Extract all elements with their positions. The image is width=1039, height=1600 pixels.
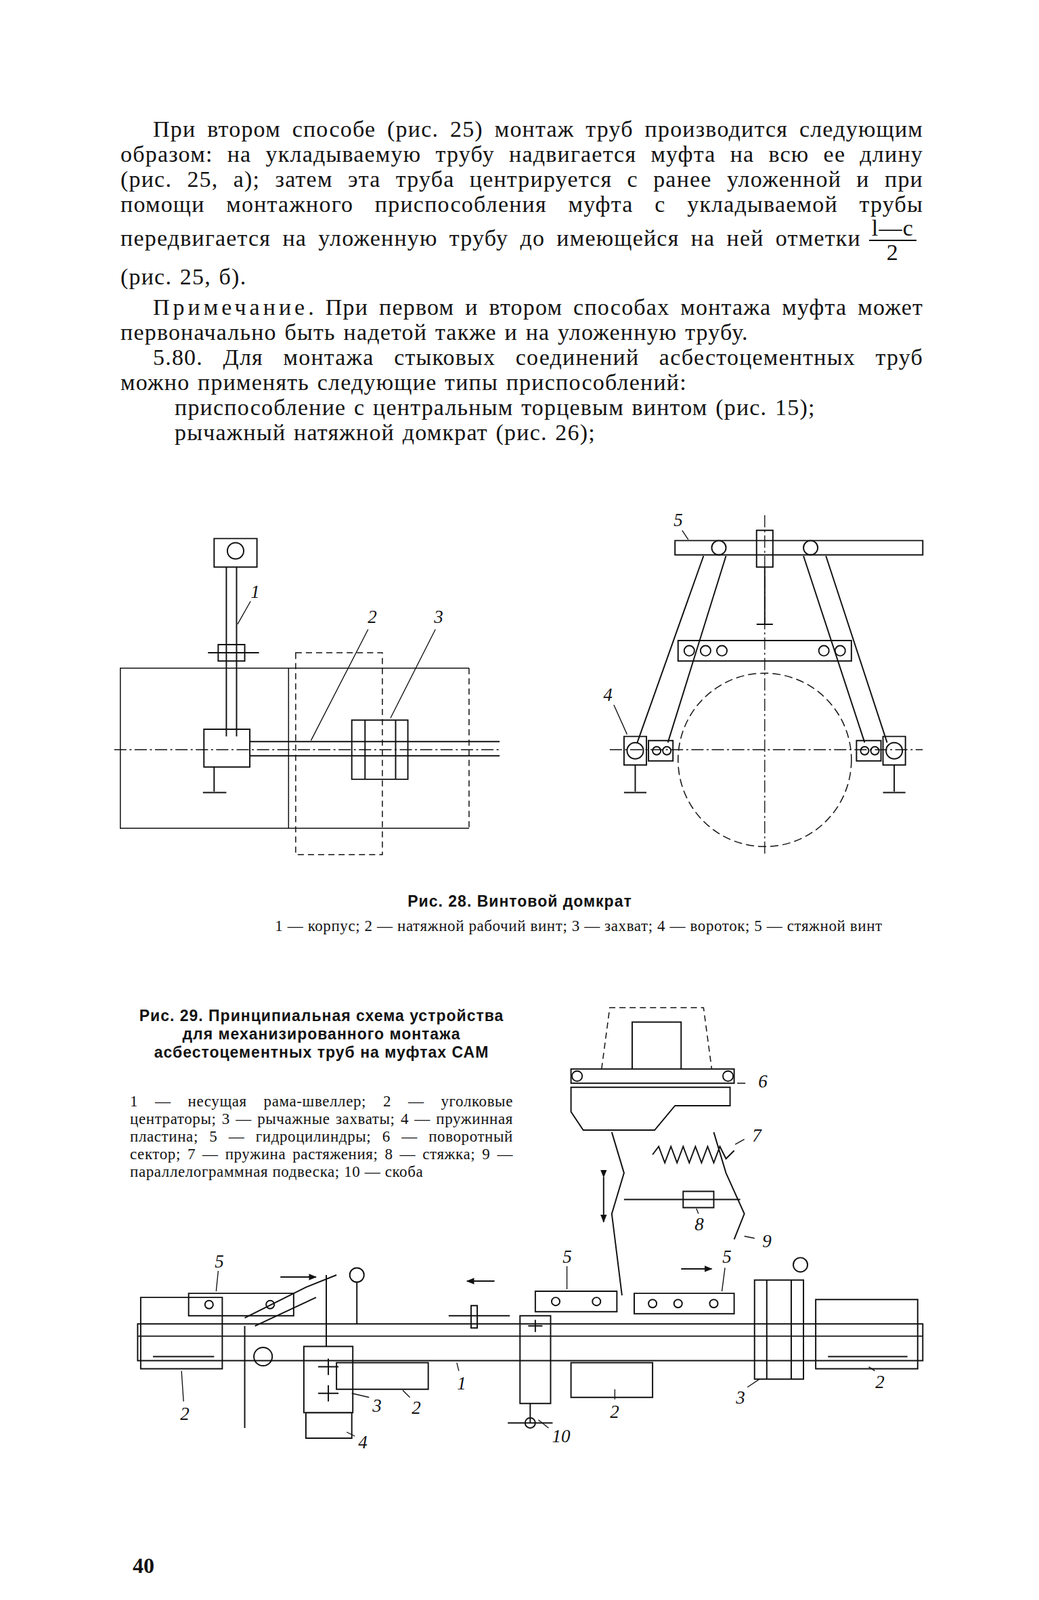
figure-caption: Рис. 28. Винтовой домкрат (257, 892, 783, 911)
fraction: l—c2 (869, 216, 917, 264)
callout-number: 3 (734, 1387, 747, 1407)
callout-number: 5 (213, 1251, 226, 1271)
callout-number: 7 (750, 1125, 763, 1145)
page-number: 40 (132, 1552, 155, 1578)
list-item: приспособление с центральным торцевым ви… (120, 394, 924, 420)
callout-number: 5 (561, 1246, 574, 1266)
callout-number: 3 (370, 1395, 384, 1415)
fraction-numerator: l—c (869, 216, 917, 240)
paragraph: 5.80. Для монтажа стыковых соединений ас… (120, 344, 924, 395)
callout-number: 2 (608, 1401, 621, 1421)
callout-number: 1 (249, 582, 262, 602)
figure-legend: 1 — корпус; 2 — натяжной рабочий винт; 3… (223, 916, 935, 936)
screw-jack-side-view (114, 538, 502, 855)
callout-number: 8 (693, 1214, 706, 1234)
callout-number: 9 (760, 1231, 773, 1251)
screw-jack-front-view (609, 515, 923, 855)
fraction-denominator: 2 (869, 239, 917, 264)
callout-number: 2 (366, 607, 379, 627)
callout-number: 2 (873, 1372, 887, 1391)
body-text: 5.80. Для монтажа стыковых соединений ас… (120, 344, 924, 395)
callout-number: 3 (432, 607, 445, 627)
text-column: При втором способе (рис. 25) монтаж труб… (120, 116, 924, 445)
callout-number: 10 (550, 1426, 572, 1446)
pipe-laying-device (137, 1007, 923, 1438)
paragraph: Примечание.При первом и втором способах … (120, 294, 924, 345)
callout-number: 2 (410, 1397, 423, 1417)
body-text: При втором способе (рис. 25) монтаж труб… (120, 116, 924, 251)
callout-number: 4 (601, 684, 614, 704)
body-text: (рис. 25, б). (120, 263, 247, 290)
figure-caption: Рис. 29. Принципиальная схема устройства… (129, 1006, 514, 1062)
paragraph: При втором способе (рис. 25) монтаж труб… (120, 116, 924, 290)
callout-number: 5 (672, 510, 685, 530)
callout-number: 4 (356, 1432, 369, 1452)
callout-number: 1 (455, 1373, 468, 1393)
list-item: рычажный натяжной домкрат (рис. 26); (120, 419, 924, 445)
note-heading: Примечание. (152, 294, 318, 320)
callout-number: 5 (720, 1246, 734, 1266)
callout-number: 2 (178, 1403, 191, 1423)
figure-legend: 1 — несущая рама-швеллер; 2 — уголковые … (129, 1092, 514, 1181)
callout-number: 6 (756, 1071, 769, 1091)
